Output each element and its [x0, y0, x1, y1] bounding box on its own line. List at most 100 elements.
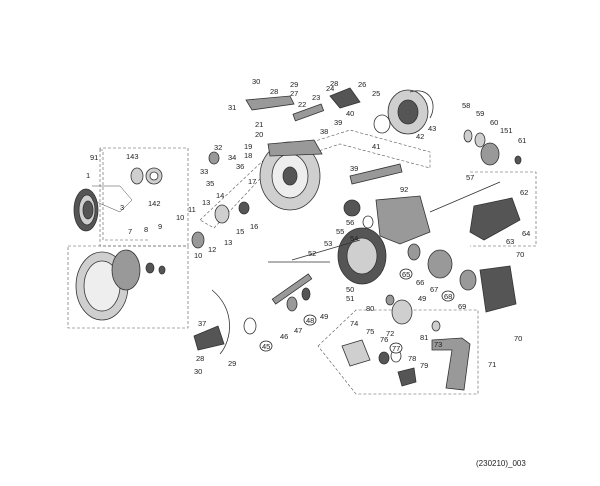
- label-p63: 63: [506, 237, 514, 246]
- part-59: [474, 132, 486, 148]
- label-p69: 69: [458, 302, 466, 311]
- rotor-side-cover: [463, 129, 522, 241]
- label-p28c: 28: [196, 354, 204, 363]
- part-9: [158, 265, 166, 275]
- label-p19: 19: [244, 142, 252, 151]
- label-p30a: 30: [252, 77, 260, 86]
- label-p81: 81: [420, 333, 428, 342]
- label-p10a: 10: [176, 213, 184, 222]
- label-p39b: 39: [350, 164, 358, 173]
- spool-assembly: [75, 249, 166, 321]
- circled-labels: 45 48 65 68 77: [259, 268, 455, 354]
- side-cover-63: [469, 197, 521, 241]
- label-p3: 3: [120, 203, 124, 212]
- label-p41: 41: [372, 142, 380, 151]
- label-p64: 64: [522, 229, 530, 238]
- side-cover: [479, 265, 517, 313]
- label-p91: 91: [90, 153, 98, 162]
- label-p61: 61: [518, 136, 526, 145]
- bail-arm-27: [245, 95, 295, 111]
- part-32: [208, 151, 220, 165]
- svg-text:77: 77: [392, 344, 400, 353]
- label-p79: 79: [420, 361, 428, 370]
- part-16: [238, 201, 250, 215]
- label-p50: 50: [346, 285, 354, 294]
- part-61: [514, 155, 522, 165]
- label-p1: 1: [86, 171, 90, 180]
- part-76: [378, 351, 390, 365]
- label-p27: 27: [290, 89, 298, 98]
- label-p54: 54: [350, 234, 358, 243]
- label-p40: 40: [346, 109, 354, 118]
- label-p57: 57: [466, 173, 474, 182]
- circled-label-48: 48: [303, 314, 317, 326]
- label-p21: 21: [255, 120, 263, 129]
- label-p56: 56: [346, 218, 354, 227]
- label-p39a: 39: [334, 118, 342, 127]
- label-p62: 62: [520, 188, 528, 197]
- label-p51: 51: [346, 294, 354, 303]
- body-frame-92: [375, 195, 431, 245]
- bearing-69: [459, 269, 477, 291]
- label-p16: 16: [250, 222, 258, 231]
- handle-arm-71: [431, 337, 471, 391]
- bail-wire-lower: [211, 289, 230, 355]
- svg-text:48: 48: [306, 316, 314, 325]
- label-p70a: 70: [516, 250, 524, 259]
- part-80: [391, 299, 413, 325]
- ring-54: [362, 215, 374, 229]
- circled-label-45: 45: [259, 340, 273, 352]
- label-p14: 14: [216, 191, 224, 200]
- label-p76: 76: [380, 335, 388, 344]
- gear-60: [480, 142, 500, 166]
- label-p142: 142: [148, 199, 161, 208]
- label-p11: 11: [188, 205, 196, 214]
- gear-11: [191, 231, 205, 249]
- frame-arm-56: [349, 163, 403, 185]
- bail-arm-top: [245, 87, 434, 135]
- label-p92: 92: [400, 185, 408, 194]
- label-p78: 78: [408, 354, 416, 363]
- label-p24: 24: [326, 84, 334, 93]
- label-p52: 52: [308, 249, 316, 258]
- label-p80: 80: [366, 304, 374, 313]
- part-8: [145, 262, 155, 274]
- label-p17: 17: [248, 177, 256, 186]
- label-p18: 18: [244, 151, 252, 160]
- label-p25: 25: [372, 89, 380, 98]
- handle-group-box: [317, 309, 479, 395]
- svg-text:65: 65: [402, 270, 410, 279]
- label-p34: 34: [228, 153, 236, 162]
- label-p49a: 49: [320, 312, 328, 321]
- label-p28b: 28: [330, 79, 338, 88]
- handle-assembly: [341, 294, 471, 391]
- label-p67: 67: [430, 285, 438, 294]
- ring-41: [373, 114, 391, 134]
- label-p29a: 29: [290, 80, 298, 89]
- group-91-box: [100, 149, 150, 241]
- washer-45: [243, 317, 257, 335]
- part-37: [193, 325, 225, 351]
- svg-text:68: 68: [444, 292, 452, 301]
- label-p13a: 13: [202, 198, 210, 207]
- label-p71: 71: [488, 360, 496, 369]
- circled-label-68: 68: [441, 290, 455, 302]
- label-p30b: 30: [194, 367, 202, 376]
- part-47: [286, 296, 298, 312]
- label-p55: 55: [336, 227, 344, 236]
- right-side-box: [470, 171, 537, 247]
- svg-text:45: 45: [262, 342, 270, 351]
- label-p9: 9: [158, 222, 162, 231]
- label-p8: 8: [144, 225, 148, 234]
- label-p75: 75: [366, 327, 374, 336]
- rotor-assembly: [191, 139, 323, 249]
- label-p74: 74: [350, 319, 358, 328]
- label-p7: 7: [128, 227, 132, 236]
- group-91-bracket: [99, 147, 189, 247]
- label-p35: 35: [206, 179, 214, 188]
- label-p72: 72: [386, 329, 394, 338]
- spool-group-box: [67, 245, 189, 329]
- main-gear-body: [337, 163, 517, 313]
- label-p42: 42: [416, 132, 424, 141]
